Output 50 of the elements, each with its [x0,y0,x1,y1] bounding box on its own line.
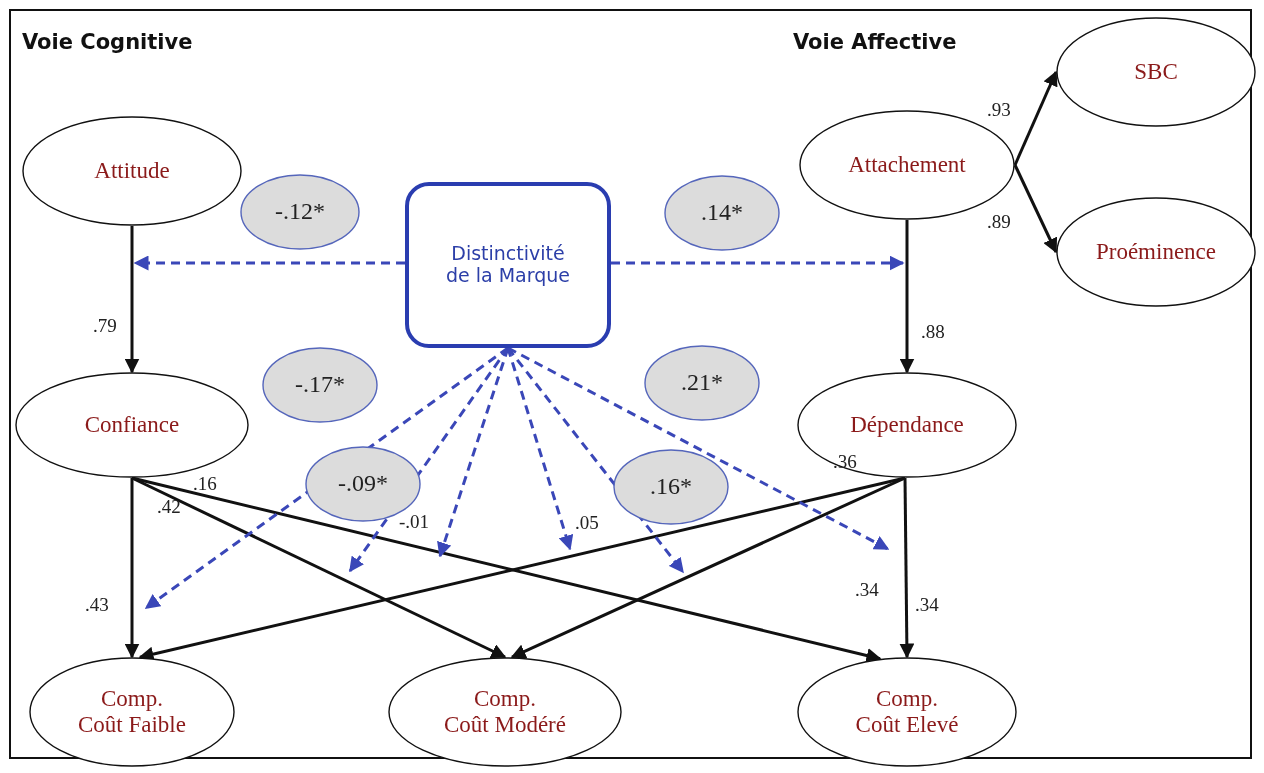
ellipse-node [797,657,1017,767]
ellipse-node [1056,17,1256,127]
coefficient-ellipse [613,449,729,525]
arrow [124,226,140,374]
coefficient-label: -.12* [275,198,325,226]
edge-label: -.01 [398,512,431,533]
node-label: Comp. Coût Faible [78,685,186,739]
ellipse-node [1056,197,1256,307]
ellipse-node [29,657,235,767]
coefficient-ellipse [262,347,378,423]
edge-label: .34 [914,595,940,616]
edge-label: .34 [854,580,880,601]
section-heading: Voie Affective [793,30,957,54]
coefficient-label: -.09* [338,470,388,498]
ellipse-node [15,372,249,478]
ellipse-node [22,116,242,226]
node-label: Distinctivité de la Marque [444,243,572,287]
node-label: Attitude [94,157,170,185]
section-heading: Voie Cognitive [22,30,193,54]
coefficient-label: .21* [681,369,723,397]
dashed-arrow [507,346,890,551]
node-label: Confiance [84,411,180,439]
node-label: Attachement [848,151,966,179]
rounded-box-node [405,182,611,348]
arrow [899,220,915,374]
arrow [510,476,906,659]
edge-label: .43 [84,595,110,616]
coefficient-label: .16* [650,473,692,501]
node-label: Comp. Coût Elevé [855,685,959,739]
arrow [1013,164,1058,254]
node-label: Comp. Coût Modéré [444,685,566,739]
node-label: Dépendance [850,411,964,439]
edge-label: .36 [832,452,858,473]
arrow [899,477,915,659]
coefficient-label: -.17* [295,371,345,399]
coefficient-label: .14* [701,199,743,227]
arrow [1013,70,1058,166]
edge-label: .05 [574,513,600,534]
arrow [124,478,140,659]
ellipse-node [797,372,1017,478]
coefficient-ellipse [240,174,360,250]
node-label: SBC [1134,58,1178,86]
edge-label: .42 [156,497,182,518]
node-label: Proéminence [1095,238,1217,266]
coefficient-ellipse [644,345,760,421]
ellipse-node [388,657,622,767]
dashed-arrow [611,255,905,271]
dashed-arrow [133,255,405,271]
edge-label: .16 [192,474,218,495]
coefficient-ellipse [664,175,780,251]
